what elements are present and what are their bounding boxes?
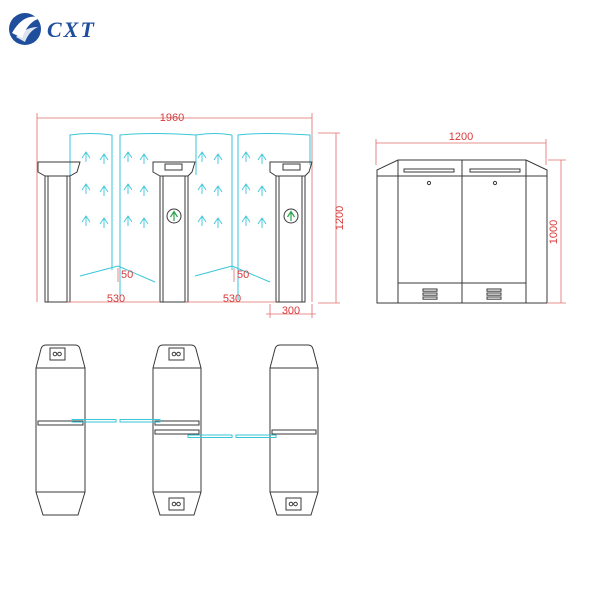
dim-front-height: 1200 <box>318 132 346 304</box>
top-cabinet-right <box>269 344 319 516</box>
side-view: 1200 1000 <box>375 131 566 304</box>
front-view: 1960 1200 <box>36 112 346 318</box>
front-cabinet-left <box>37 161 81 303</box>
card-reader-icon <box>168 497 185 511</box>
brand-logo: CXT <box>9 13 96 45</box>
direction-arrow-icon <box>166 208 182 224</box>
dim-cabinet-width: 300 <box>266 304 316 318</box>
dim-cabinet-width-label: 300 <box>282 305 300 317</box>
dim-gap-right: 50 <box>233 268 249 282</box>
glass-wings <box>69 133 311 300</box>
top-glass-wings <box>71 419 277 438</box>
dim-side-width: 1200 <box>375 131 547 165</box>
dim-front-height-label: 1200 <box>334 206 346 230</box>
top-cabinet-middle <box>152 344 202 516</box>
card-reader-icon <box>285 497 302 511</box>
brand-name: CXT <box>47 17 96 42</box>
dim-side-width-label: 1200 <box>449 131 473 143</box>
front-cabinet-middle <box>152 161 196 303</box>
direction-arrow-icon <box>283 208 299 224</box>
card-reader-icon <box>49 347 66 361</box>
vent-icon <box>486 288 502 300</box>
top-cabinet-left <box>35 344 86 516</box>
dim-side-height-label: 1000 <box>548 220 560 244</box>
side-cabinet <box>376 159 548 304</box>
dim-gap-left-label: 50 <box>121 269 133 281</box>
dim-overall-width-label: 1960 <box>160 112 184 124</box>
logo-icon <box>9 13 41 45</box>
top-view <box>35 344 319 516</box>
vent-icon <box>422 288 438 300</box>
glass-arrows <box>81 151 267 228</box>
front-cabinet-right <box>269 161 313 303</box>
dim-side-height: 1000 <box>548 159 566 304</box>
dim-lane-left-label: 530 <box>107 293 125 305</box>
dim-gap-left: 50 <box>117 268 133 282</box>
card-reader-icon <box>168 347 185 361</box>
dim-lane-right-label: 530 <box>223 293 241 305</box>
dim-gap-right-label: 50 <box>237 269 249 281</box>
dim-lanes: 530 530 <box>67 293 276 305</box>
dim-overall-width: 1960 <box>36 112 313 302</box>
